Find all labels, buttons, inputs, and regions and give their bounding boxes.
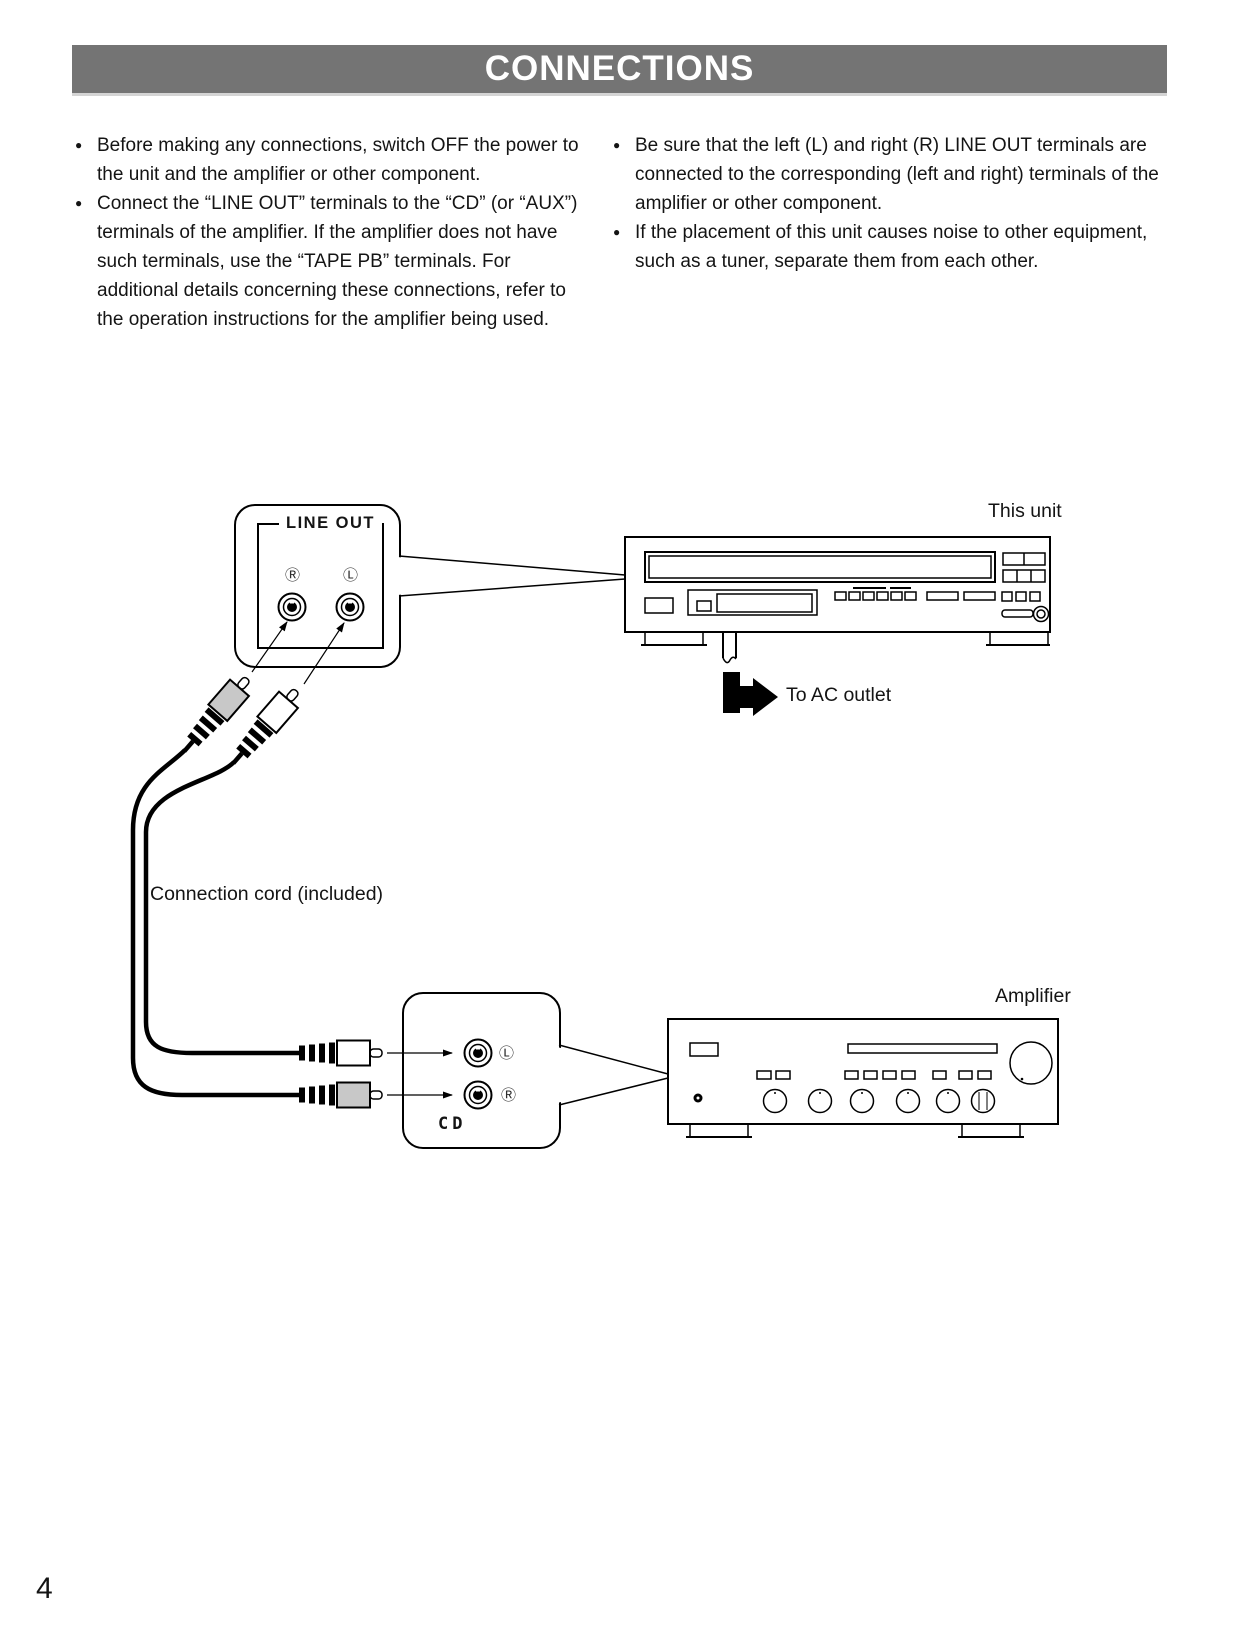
note-item: Connect the “LINE OUT” terminals to the …: [74, 189, 590, 334]
callout-wedge-unit: [397, 555, 626, 597]
rca-plug-to-amp-l: [299, 1039, 383, 1067]
notes-left-list: Before making any connections, switch OF…: [74, 131, 590, 334]
amp-rca-jack-l: [463, 1038, 493, 1068]
amplifier-label: Amplifier: [995, 985, 1071, 1007]
page-number: 4: [36, 1572, 53, 1605]
amp-headphone-jack: [693, 1093, 703, 1103]
notes-left-column: Before making any connections, switch OF…: [74, 131, 590, 334]
callout-wedge-amp: [557, 1044, 669, 1106]
amp-jack-r-label: Ⓡ: [501, 1087, 517, 1104]
note-item: Before making any connections, switch OF…: [74, 131, 590, 189]
notes-right-list: Be sure that the left (L) and right (R) …: [612, 131, 1164, 276]
page-header: CONNECTIONS: [72, 45, 1167, 96]
note-item: If the placement of this unit causes noi…: [612, 218, 1164, 276]
cd-input-label: CD: [438, 1114, 467, 1134]
connection-cord-label: Connection cord (included): [150, 883, 384, 905]
power-cord: [722, 633, 737, 664]
unit-power-button: [644, 597, 674, 614]
rca-plug-l-white: [231, 688, 300, 765]
unit-rca-jack-r: [277, 592, 307, 622]
plug-pointer-line: [303, 622, 345, 685]
this-unit-label: This unit: [988, 500, 1062, 522]
notes-right-column: Be sure that the left (L) and right (R) …: [612, 131, 1164, 334]
amp-feet: [686, 1123, 1024, 1138]
unit-phones-controls: [1001, 605, 1050, 623]
amp-display: [847, 1043, 998, 1054]
to-ac-outlet-label: To AC outlet: [786, 684, 892, 706]
unit-rca-jack-l: [335, 592, 365, 622]
page-title: CONNECTIONS: [484, 49, 755, 88]
unit-drawing: [624, 536, 1051, 646]
amp-rca-jack-r: [463, 1080, 493, 1110]
amp-power-button: [689, 1042, 719, 1057]
ac-outlet-arrow-icon: [723, 672, 778, 716]
rca-plug-to-amp-r: [299, 1081, 383, 1109]
amp-jack-l-label: Ⓛ: [499, 1045, 515, 1062]
unit-display: [687, 589, 818, 616]
unit-feet: [641, 631, 1050, 646]
amplifier-drawing: [667, 1018, 1059, 1138]
note-item: Be sure that the left (L) and right (R) …: [612, 131, 1164, 218]
amp-volume-knob: [1009, 1041, 1053, 1085]
amp-knob-row: [762, 1088, 996, 1114]
connection-cable: [130, 748, 300, 1098]
rca-plug-r-gray: [182, 676, 251, 753]
unit-button-row: [834, 591, 1041, 602]
amp-button-row: [756, 1070, 992, 1080]
line-out-callout: [234, 504, 401, 668]
disc-tray: [644, 551, 996, 583]
unit-top-right-buttons: [1002, 552, 1046, 583]
line-out-label: LINE OUT: [279, 514, 382, 533]
amp-input-callout: [402, 992, 561, 1149]
plug-pointer-line: [251, 621, 288, 673]
unit-jack-l-label: Ⓛ: [343, 567, 359, 584]
connection-cable: [143, 760, 300, 1056]
notes-section: Before making any connections, switch OF…: [74, 131, 1170, 334]
unit-jack-r-label: Ⓡ: [285, 567, 301, 584]
